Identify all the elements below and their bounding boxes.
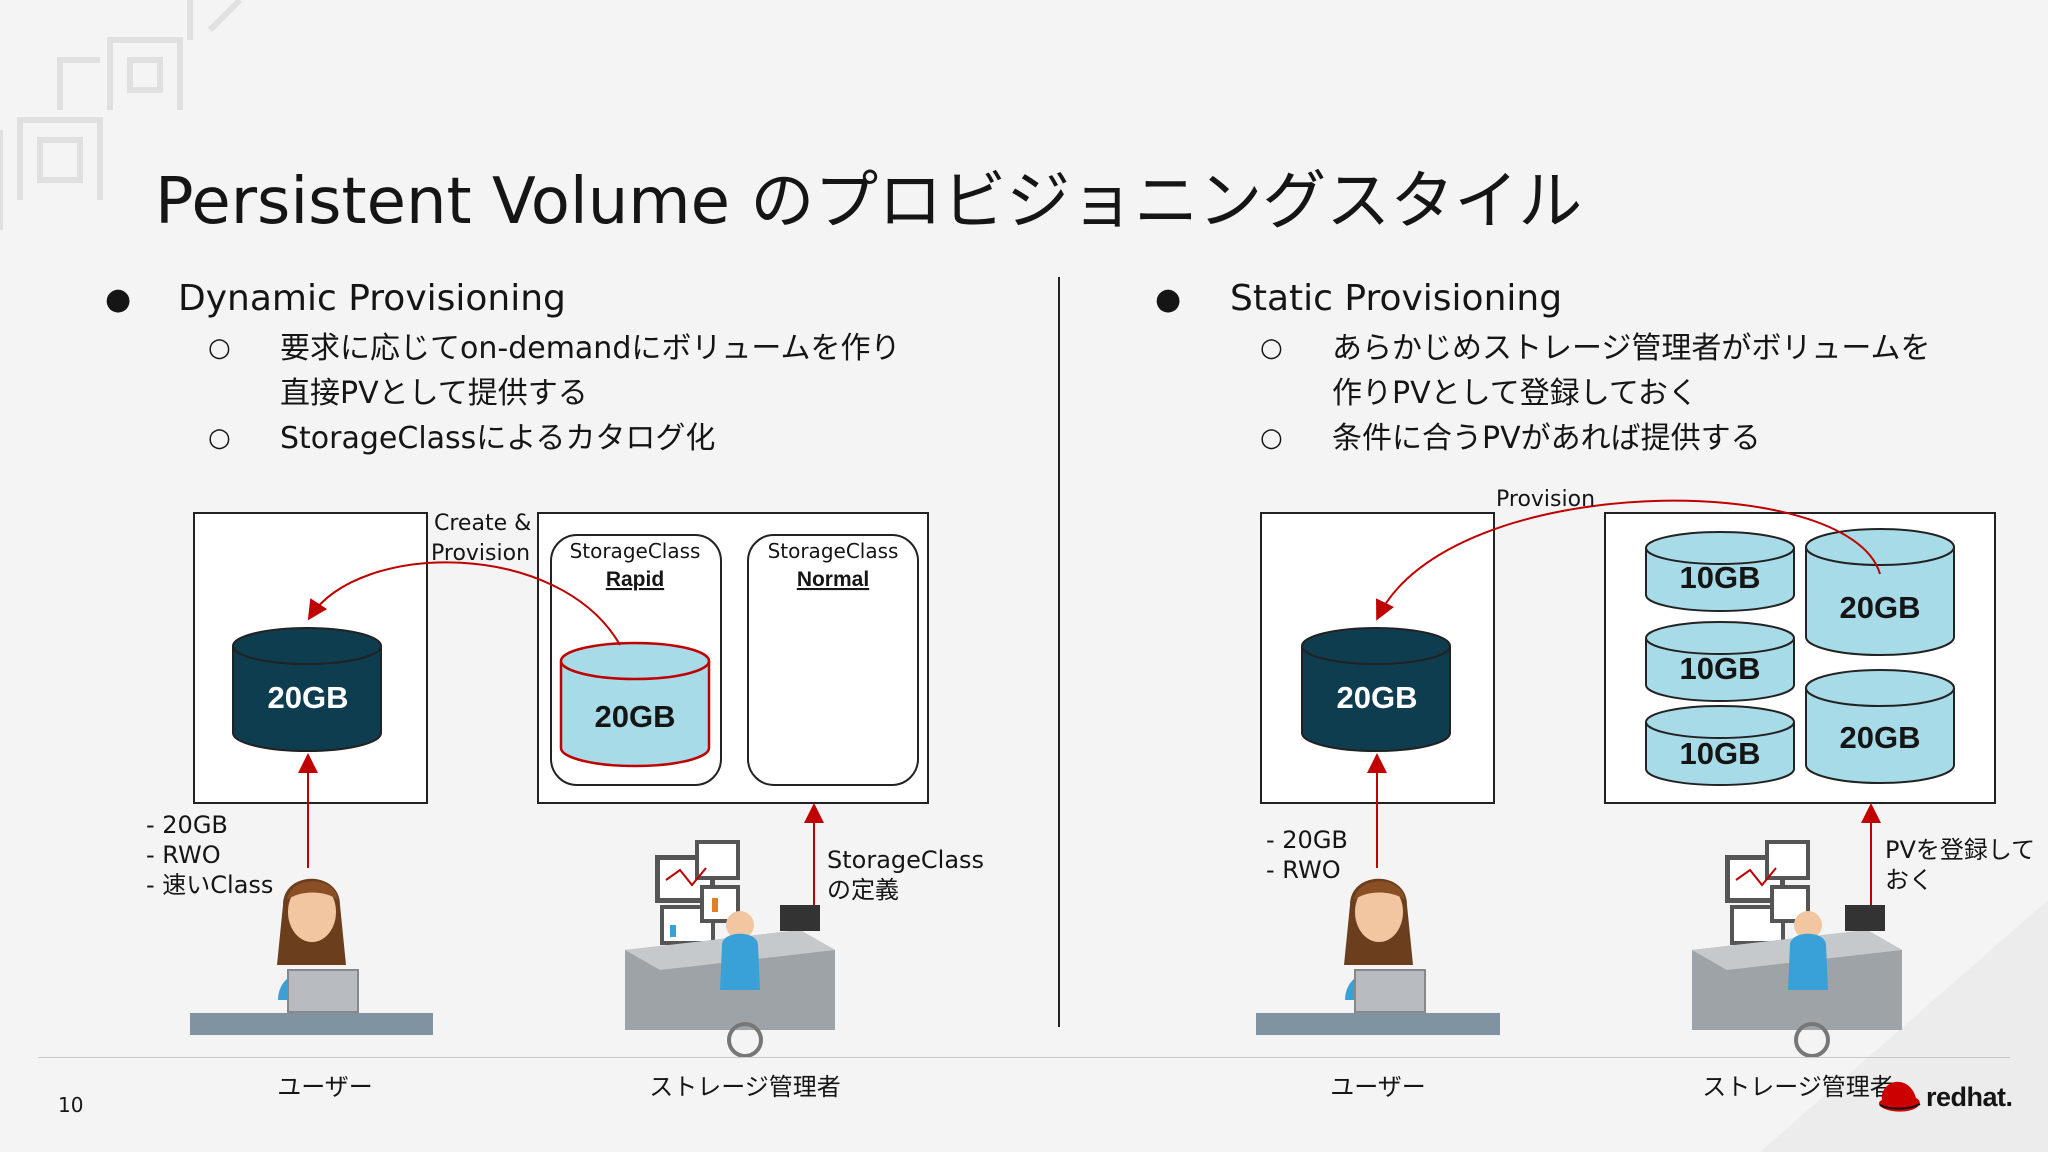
user-figure [1256, 878, 1500, 1035]
right-heading: Static Provisioning [1230, 278, 1563, 319]
pool-volume-label: 10GB [1680, 560, 1761, 595]
sub-bullet: ○ [1260, 333, 1283, 363]
class-normal-name: Normal [797, 568, 869, 591]
admin-note-line: おく [1885, 866, 1933, 894]
class-volume-label: 20GB [595, 699, 676, 734]
admin-note-line: の定義 [827, 876, 899, 904]
class-rapid-label: StorageClass [570, 539, 701, 563]
pool-volume-10gb-3 [1645, 705, 1795, 786]
pool-volume-label: 10GB [1680, 651, 1761, 686]
column-divider [1058, 277, 1060, 1027]
redhat-hat-icon [1878, 1081, 1921, 1112]
page-number: 10 [58, 1093, 84, 1117]
request-class: - 速いClass [146, 871, 274, 899]
bullet-dot: ● [1155, 282, 1182, 317]
arrow-label-create: Create & [434, 511, 531, 536]
user-volume-cylinder [1301, 627, 1451, 752]
right-bullet-1b: 作りPVとして登録しておく [1332, 376, 1698, 411]
left-heading: Dynamic Provisioning [178, 278, 566, 319]
admin-note-line: PVを登録して [1885, 836, 2036, 864]
pool-volume-label: 20GB [1840, 590, 1921, 625]
arrow-label-provision: Provision [1496, 487, 1595, 512]
admin-figure [625, 840, 835, 1058]
request-spec: - 20GB - RWO [1266, 825, 1348, 885]
pool-volume-10gb-2 [1645, 621, 1795, 702]
pool-volume-10gb-1 [1645, 531, 1795, 612]
redhat-wordmark: redhat. [1926, 1082, 2013, 1112]
redhat-logo: redhat. [1876, 1078, 2041, 1118]
user-caption: ユーザー [1330, 1073, 1426, 1101]
admin-note: PVを登録して おく [1885, 835, 2035, 895]
sub-bullet: ○ [208, 333, 231, 363]
admin-figure [1692, 840, 1902, 1058]
provision-arrow [1376, 499, 1881, 621]
left-bullet-1: 要求に応じてon-demandにボリュームを作り [280, 331, 901, 366]
left-bullet-2: StorageClassによるカタログ化 [280, 421, 716, 456]
class-rapid-name: Rapid [606, 568, 664, 591]
user-volume-label: 20GB [268, 680, 349, 715]
request-size: - 20GB [1266, 826, 1348, 854]
page-title: Persistent Volume のプロビジョニングスタイル [155, 165, 1583, 239]
admin-caption: ストレージ管理者 [649, 1073, 841, 1101]
admin-note-line: StorageClass [827, 846, 985, 874]
pool-volume-label: 10GB [1680, 736, 1761, 771]
left-bullet-1b: 直接PVとして提供する [280, 376, 588, 411]
request-mode: - RWO [1266, 856, 1341, 884]
dynamic-provisioning-diagram: Create & Provision StorageClass Rapid St… [190, 511, 929, 1058]
request-size: - 20GB [146, 811, 228, 839]
admin-note: StorageClass の定義 [827, 845, 984, 905]
provision-arrow [307, 561, 621, 646]
user-volume-label: 20GB [1337, 680, 1418, 715]
corner-shape [1760, 900, 2048, 1152]
footer-rule [38, 1057, 2010, 1058]
user-volume-cylinder [232, 627, 382, 752]
pool-volume-20gb-1 [1805, 528, 1955, 656]
class-normal-label: StorageClass [768, 539, 899, 563]
sub-bullet: ○ [208, 423, 231, 453]
class-normal-box [747, 534, 919, 786]
pool-volume-label: 20GB [1840, 720, 1921, 755]
sub-bullet: ○ [1260, 423, 1283, 453]
pool-volume-20gb-2 [1805, 669, 1955, 784]
request-spec: - 20GB - RWO - 速いClass [146, 810, 273, 900]
bullet-dot: ● [105, 282, 132, 317]
rapid-volume-cylinder [559, 641, 711, 768]
arrow-label-provision: Provision [431, 541, 530, 566]
user-figure [190, 878, 433, 1035]
static-provisioning-diagram: Provision 20GB 10GB 10GB 10GB 20GB 20GB [1256, 487, 1996, 1058]
right-bullet-1: あらかじめストレージ管理者がボリュームを [1332, 331, 1931, 366]
admin-caption: ストレージ管理者 [1702, 1073, 1894, 1101]
right-bullet-2: 条件に合うPVがあれば提供する [1332, 421, 1761, 456]
request-mode: - RWO [146, 841, 221, 869]
user-caption: ユーザー [277, 1073, 373, 1101]
corner-pattern [0, 0, 243, 230]
